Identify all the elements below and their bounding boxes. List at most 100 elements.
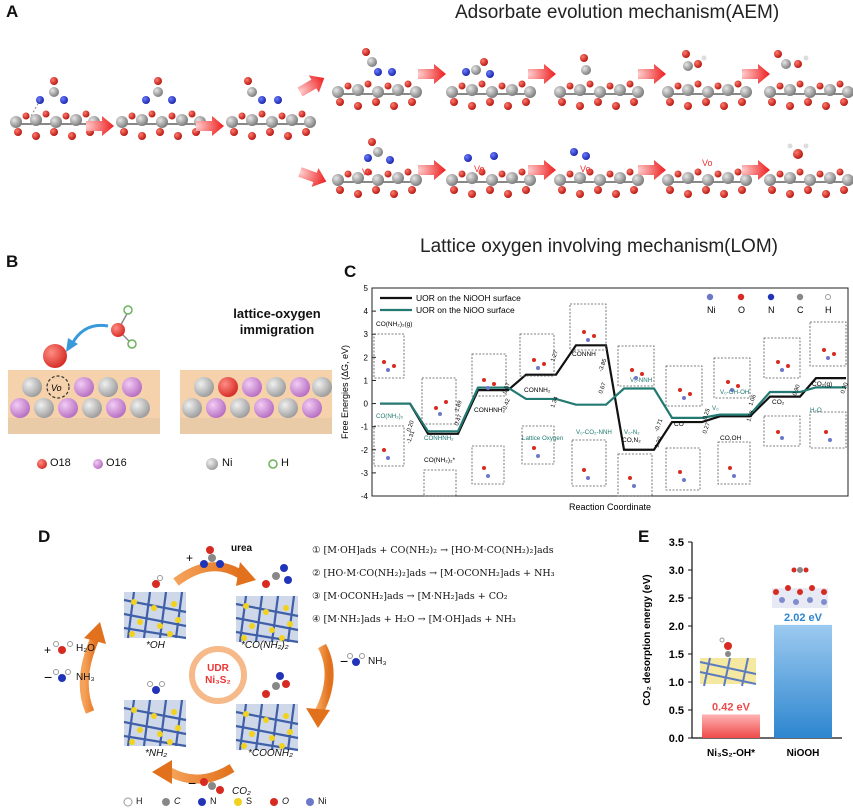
state-nh2-label: *NH₂	[145, 748, 168, 759]
y-tick-label: 3.5	[669, 537, 684, 549]
lattice-atoms-left	[10, 375, 150, 418]
y-tick-label: 1.5	[669, 649, 684, 661]
step-value-label: 0.67	[598, 382, 608, 395]
panel-letter-d: D	[38, 527, 51, 546]
udr-label: UDR Ni₃S₂	[190, 663, 246, 687]
niooh-structure	[772, 567, 828, 608]
panel-e-chart: 0.00.51.01.52.02.53.03.5 0.42 eVNi₃S₂-OH…	[642, 537, 842, 759]
o18-atom	[43, 344, 67, 368]
black-state-label: CONHNH₂	[474, 407, 506, 414]
teal-state-label: V₀-NNH	[630, 377, 652, 384]
nh3-right-label: NH₃	[368, 656, 387, 667]
state-coonh2-label: *COONH₂	[248, 748, 293, 759]
teal-state-label: Lattice Oxygen	[522, 435, 564, 442]
legend-h-swatch	[268, 459, 278, 469]
step-value-label: 1.89	[454, 400, 464, 413]
y-tick-label: 2.5	[669, 593, 684, 605]
black-state-label: CO₂(g)	[812, 381, 832, 388]
state-coonh2-structure	[234, 702, 300, 752]
svg-text:−: −	[44, 669, 52, 685]
black-state-label: CO	[674, 421, 684, 428]
step-value-label: 0.27	[702, 422, 712, 435]
step-value-label: -3.85	[598, 358, 608, 372]
legend-ni-label: Ni	[222, 457, 233, 469]
step-value-label: 0.67	[502, 382, 512, 395]
y-tick-label: 5	[364, 284, 369, 293]
y-axis-label: CO₂ desorption energy (eV)	[642, 574, 653, 705]
svg-text:−: −	[340, 653, 348, 669]
panel-b-lattice: Vo	[8, 305, 332, 470]
y-ticks: 0.00.51.01.52.02.53.03.5	[669, 537, 692, 745]
step-value-label: -1.31	[406, 430, 416, 444]
y-tick-label: 2	[364, 353, 369, 362]
aem-row2-structure-5	[763, 143, 853, 199]
black-state-label: CO(NH₂)₂*	[424, 457, 456, 464]
svg-text:+: +	[186, 551, 193, 565]
atom-legend-o: O	[738, 305, 745, 315]
y-tick-label: 0	[364, 400, 369, 409]
bar-value-label: 2.02 eV	[784, 612, 823, 624]
step-value-label: 0.20	[406, 420, 416, 433]
udr-ring	[189, 646, 247, 704]
aem-row2-structure-2: Vo	[445, 152, 537, 199]
aem-structure-3	[225, 77, 317, 141]
step-value-label: 1.20	[654, 436, 664, 449]
legend-o18-label: O18	[50, 457, 71, 469]
legend-teal-label: UOR on the NiOO surface	[416, 305, 515, 315]
vo-label: Vo	[474, 164, 485, 174]
atom-legend-d	[123, 797, 314, 807]
svg-text:+: +	[44, 643, 51, 657]
state-urea-label: *CO(NH₂)₂	[241, 640, 289, 651]
bar-value-label: 0.42 eV	[712, 701, 751, 713]
teal-state-label: V₀-OH-OH	[720, 389, 749, 396]
migration-title: lattice-oxygen immigration	[233, 306, 321, 337]
reaction-2: ② [HO·M·CO(NH₂)₂]ads → [M·OCONH₂]ads + N…	[312, 568, 555, 579]
y-tick-label: -2	[361, 446, 369, 455]
atom-legend	[706, 293, 831, 301]
teal-state-label: V₀-N₂	[624, 429, 640, 436]
y-tick-label: -4	[361, 492, 369, 501]
energy-profile	[380, 344, 846, 451]
udr-text: UDR	[207, 663, 229, 674]
bar-ni3s2-oh	[702, 714, 760, 738]
black-state-label: CO(NH₂)₂(g)	[376, 321, 412, 328]
aem-row2-structure-3: Vo	[553, 148, 645, 199]
legend-h-label: H	[281, 457, 289, 469]
atom-legend-n: N	[768, 305, 775, 315]
d-legend-o: O	[282, 796, 290, 806]
state-oh-structure	[122, 590, 188, 640]
step-value-label: -0.71	[654, 418, 664, 432]
h2o-label: H₂O	[76, 643, 95, 654]
urea-label: urea	[231, 543, 253, 554]
bar-niooh	[774, 624, 832, 738]
inset-atoms	[382, 330, 836, 488]
aem-row2-structure-4: Vo	[661, 158, 753, 199]
black-state-label: CONNH₂	[524, 387, 551, 394]
y-tick-label: 1.0	[669, 677, 684, 689]
aem-structure-2	[115, 77, 207, 141]
y-tick-label: 2.0	[669, 621, 684, 633]
step-value-label: 1.38	[746, 410, 756, 423]
panel-letter-c: C	[344, 262, 357, 281]
x-category-label: NiOOH	[787, 748, 820, 759]
nh3-left-label: NH₃	[76, 672, 95, 683]
panel-letter-b: B	[6, 252, 19, 271]
aem-row1-structure-3	[553, 54, 645, 111]
aem-row2-structure-1: Vo	[331, 138, 423, 199]
step-value-label: 0.42	[502, 398, 512, 411]
step-value-label: 1.34	[550, 395, 560, 408]
black-state-label: CO,OH	[720, 435, 742, 442]
teal-state-label: CONHNH₂	[424, 435, 454, 442]
step-value-label: 0.90	[792, 384, 802, 397]
vacancy-label: Vo	[51, 383, 62, 393]
vo-label: Vo	[702, 158, 713, 168]
y-tick-label: -3	[361, 469, 369, 478]
y-tick-label: 0.5	[669, 705, 684, 717]
state-oh-label: *OH	[146, 640, 165, 651]
vo-label: Vo	[580, 164, 591, 174]
migration-arrow	[70, 323, 109, 345]
black-state-label: CO₂	[772, 399, 785, 406]
reaction-3: ③ [M·OCONH₂]ads → [M·NH₂]ads + CO₂	[312, 591, 508, 602]
d-legend-c: C	[174, 796, 181, 806]
